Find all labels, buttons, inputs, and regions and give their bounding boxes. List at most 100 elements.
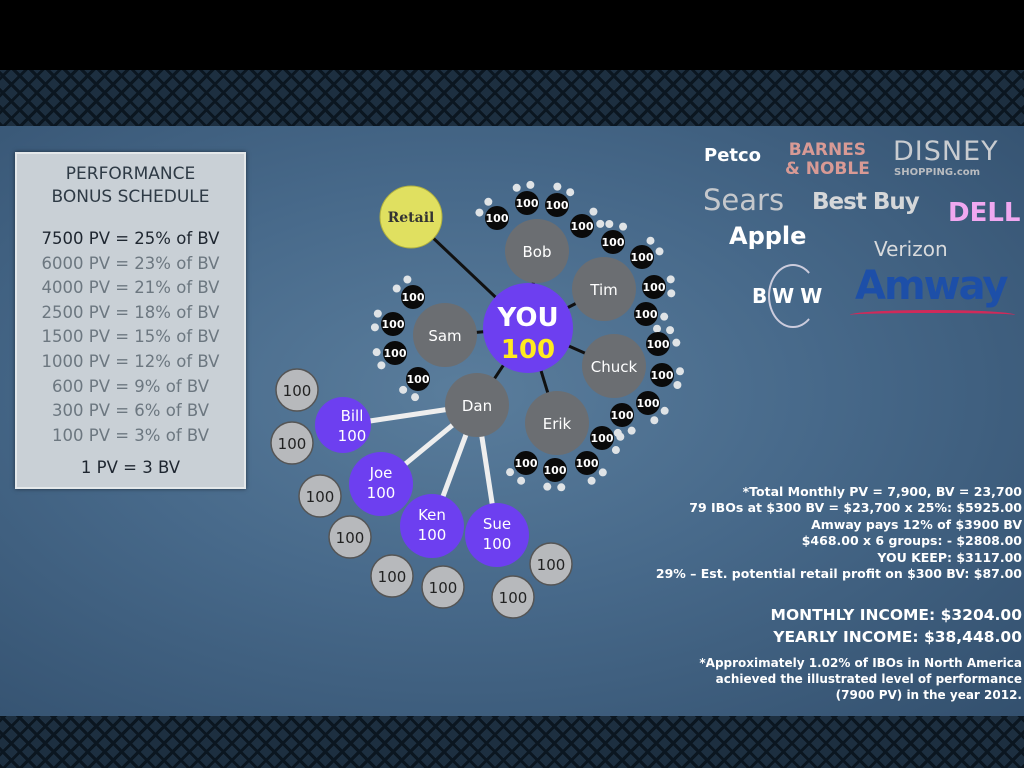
node-circle [601, 230, 625, 254]
leaf-dot [672, 338, 681, 347]
amway-swoosh-icon [850, 310, 1015, 320]
leaf-value: 100 [378, 568, 407, 586]
node-circle [543, 458, 567, 482]
leaf-value: 100 [306, 488, 335, 506]
leaf-dot [596, 219, 605, 228]
node-value: 100 [515, 457, 538, 470]
leaf-dot [646, 236, 655, 245]
downline-node: 100 [399, 367, 430, 402]
leaf-dot [653, 324, 662, 333]
downline-node: 100 [570, 207, 605, 238]
leaf-dot [392, 284, 401, 293]
node-circle [636, 391, 660, 415]
leaf-value: 100 [283, 382, 312, 400]
title-line: BONUS SCHEDULE [51, 187, 210, 207]
leaf-dot [666, 275, 675, 284]
downline-node: 100 [475, 197, 509, 230]
downline-node: 100 [372, 341, 407, 370]
node-value: 100 [635, 308, 658, 321]
leaf-dot [587, 476, 596, 485]
retail-node: Retail [379, 185, 443, 249]
monthly-income: MONTHLY INCOME: $3204.00 [770, 606, 1022, 624]
yearly-income: YEARLY INCOME: $38,448.00 [773, 628, 1022, 646]
leaf-dot [506, 468, 515, 477]
leaf-dot [619, 222, 628, 231]
logo-barnes-noble: BARNES& NOBLE [785, 141, 870, 179]
retail-label: Retail [388, 210, 435, 226]
member-sam: Sam [413, 303, 477, 367]
node-circle [650, 363, 674, 387]
leaf-dot [655, 247, 664, 256]
schedule-row: 1000 PV = 12% of BV [41, 351, 220, 371]
node-circle [630, 245, 654, 269]
downline-node: 100 [636, 391, 669, 425]
member-name: Sam [428, 327, 461, 345]
leaf-dot [673, 381, 682, 390]
leg-name: Bill [341, 407, 364, 425]
leaf-node: 100 [270, 421, 314, 465]
downline-node: 100 [512, 180, 539, 215]
logo-dell: DELL [948, 198, 1021, 228]
leaf-dot [566, 188, 575, 197]
schedule-row: 2500 PV = 18% of BV [41, 302, 220, 322]
leaf-node: 100 [275, 368, 319, 412]
leg-name: Ken [418, 506, 446, 524]
schedule-row: 1500 PV = 15% of BV [41, 327, 220, 347]
summary-line: $468.00 x 6 groups: - $2808.00 [801, 533, 1022, 549]
node-circle [570, 214, 594, 238]
node-value: 100 [637, 397, 660, 410]
leaf-dot [553, 182, 562, 191]
downline-node: 100 [545, 182, 575, 217]
member-erik: Erik [525, 391, 589, 455]
leaf-value: 100 [537, 556, 566, 574]
schedule-row: 6000 PV = 23% of BV [41, 253, 220, 273]
leaf-dot [616, 432, 625, 441]
leg-pv: 100 [483, 535, 512, 553]
logo-best-buy: Best Buy [812, 189, 920, 215]
leaf-dot [589, 207, 598, 216]
node-value: 100 [516, 197, 539, 210]
you-node: YOU 100 [483, 283, 573, 373]
downline-node: 100 [646, 326, 681, 356]
leaf-dot [373, 309, 382, 318]
schedule-row: 300 PV = 6% of BV [52, 401, 209, 421]
leaf-dot [526, 180, 535, 189]
node-circle [646, 332, 670, 356]
downline-node: 100 [506, 451, 538, 485]
schedule-row: 4000 PV = 21% of BV [41, 278, 220, 298]
node-circle [381, 312, 405, 336]
pattern-band-bottom [0, 716, 1024, 768]
leaf-node: 100 [529, 542, 573, 586]
logo-petco: Petco [704, 145, 762, 166]
node-value: 100 [643, 281, 666, 294]
income-totals: MONTHLY INCOME: $3204.00 YEARLY INCOME: … [771, 604, 1022, 648]
downline-node: 100 [543, 458, 567, 492]
you-label: YOU [496, 303, 558, 333]
node-value: 100 [407, 373, 430, 386]
leaf-dot [403, 275, 412, 284]
leaf-node: 100 [298, 474, 342, 518]
leaf-node: 100 [491, 575, 535, 619]
member-tim: Tim [572, 257, 636, 321]
leaf-dot [650, 416, 659, 425]
schedule-rows: 7500 PV = 25% of BV 6000 PV = 23% of BV … [17, 227, 244, 448]
node-value: 100 [384, 347, 407, 360]
summary-line: 29% – Est. potential retail profit on $3… [655, 566, 1022, 582]
node-circle [515, 191, 539, 215]
letterbox-top [0, 0, 1024, 70]
title-line: PERFORMANCE [65, 164, 196, 184]
downline-node: 100 [601, 219, 628, 254]
leaf-dot [605, 219, 614, 228]
node-value: 100 [544, 464, 567, 477]
node-value: 100 [651, 369, 674, 382]
disclaimer-note: *Approximately 1.02% of IBOs in North Am… [699, 655, 1022, 703]
pattern-band-top [0, 70, 1024, 126]
node-value: 100 [402, 291, 425, 304]
node-value: 100 [571, 220, 594, 233]
downline-node: 100 [630, 236, 664, 269]
node-circle [545, 193, 569, 217]
